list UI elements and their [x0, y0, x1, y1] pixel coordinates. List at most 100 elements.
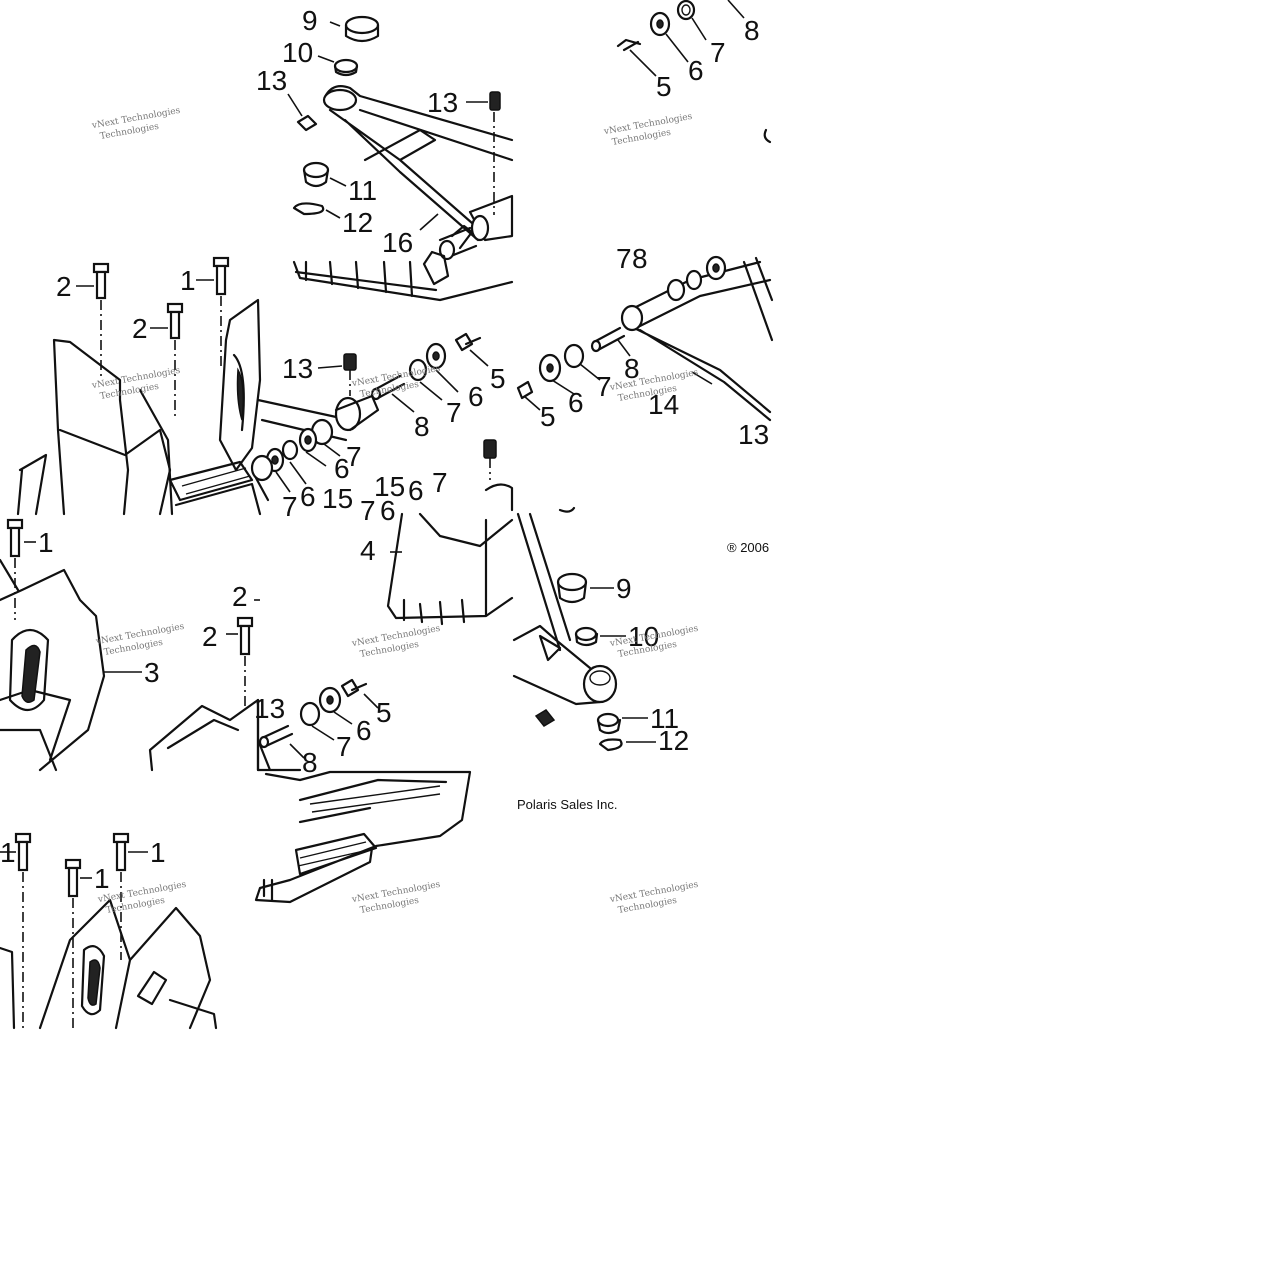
watermark: vNext Technologies Technologies [94, 622, 185, 658]
part-bolt [516, 380, 534, 400]
tile-knuckle: 9 10 11 12 [483, 439, 689, 756]
tile-panel-pivot-lower: 4 13 5 6 7 8 [254, 512, 514, 904]
callout-label: 11 [348, 175, 377, 206]
part-grease-fitting [296, 114, 318, 132]
part-bolt [212, 256, 230, 296]
part-washer [666, 278, 686, 302]
callout-label: 12 [658, 725, 689, 756]
callout-label: 9 [302, 5, 318, 36]
callout-label: 7 [432, 467, 448, 498]
part-grease-fitting [483, 439, 497, 459]
part-grease-fitting [489, 91, 501, 111]
callout-label: 6 [408, 475, 424, 506]
part-bolt [236, 616, 254, 656]
callout-label: 7 [616, 243, 632, 274]
callout-label: 6 [568, 387, 584, 418]
watermark: vNext Technologies Technologies [96, 880, 187, 916]
callout-label: 5 [656, 71, 672, 102]
part-footrest-panel [0, 898, 218, 1030]
callout-label: 4 [360, 535, 376, 566]
callout-label: 7 [360, 495, 376, 526]
callout-label: 8 [302, 747, 318, 778]
tile-footrest-lower: 1 3 2 2 [0, 518, 260, 772]
callout-label: 13 [282, 353, 313, 384]
tile-footrest-pivot: 2 1 2 13 5 6 7 8 7 6 15 6 7 15 7 6 7 6 [16, 224, 514, 526]
part-side-panel [386, 512, 514, 620]
part-ring [598, 738, 623, 752]
part-bushing [676, 0, 696, 21]
callout-label: 6 [468, 381, 484, 412]
callout-label: 14 [648, 389, 679, 420]
part-washer [685, 269, 703, 291]
tile-lower-a-arm: 8 7 6 5 14 13 7 8 [516, 243, 774, 450]
callout-label: 2 [232, 581, 248, 612]
watermark: vNext Technologies Technologies [90, 106, 181, 142]
callout-label: 15 [374, 471, 405, 502]
callout-label: 7 [710, 37, 726, 68]
callout-label: 8 [744, 15, 760, 46]
part-washer [281, 439, 299, 461]
callout-label: 1 [38, 527, 54, 558]
callout-label: 1 [94, 863, 110, 894]
part-footrest-panel [148, 698, 260, 772]
company-label: Polaris Sales Inc. [517, 797, 617, 812]
callout-label: 1 [150, 837, 166, 868]
callout-label: 6 [334, 453, 350, 484]
part-bushing [299, 701, 321, 727]
callout-label: 10 [282, 37, 313, 68]
watermark: vNext Technologies Technologies [350, 880, 441, 916]
part-cap [344, 15, 380, 35]
part-bolt [64, 858, 82, 898]
part-sleeve [260, 724, 294, 748]
callout-label: 6 [688, 55, 704, 86]
callout-label: 7 [596, 371, 612, 402]
part-bushing [563, 343, 585, 369]
part-bushing [333, 58, 359, 74]
tile-bolt-washers-top: 8 7 6 5 [616, 0, 772, 144]
callout-label: 13 [427, 87, 458, 118]
part-bushing [574, 626, 598, 642]
watermark: vNext Technologies Technologies [90, 366, 181, 402]
part-bolt [616, 38, 642, 52]
part-bolt [112, 832, 130, 872]
part-bushing [408, 358, 428, 382]
part-a-arm [512, 512, 602, 706]
part-ring [292, 202, 325, 216]
callout-label: 8 [414, 411, 430, 442]
part-cap [556, 572, 588, 592]
callout-label: 6 [356, 715, 372, 746]
callout-label: 3 [144, 657, 160, 688]
part-bushing [596, 712, 620, 728]
watermark: vNext Technologies Technologies [350, 364, 441, 400]
callout-label: 1 [180, 265, 196, 296]
callout-label: 5 [490, 363, 506, 394]
callout-label: 2 [202, 621, 218, 652]
callout-label: 1 [0, 837, 16, 868]
callout-label: 8 [624, 353, 640, 384]
part-bolt [340, 678, 368, 698]
part-footrest-panel [16, 338, 172, 516]
callout-label: 12 [342, 207, 373, 238]
callout-label: 2 [56, 271, 72, 302]
callout-label: 6 [380, 495, 396, 526]
callout-label: 5 [540, 401, 556, 432]
copyright-label: ® 2006 [727, 540, 769, 555]
part-bolt [6, 518, 24, 558]
tile-upper-a-arm: 9 10 13 13 11 12 16 [256, 5, 514, 261]
part-grease-fitting [534, 709, 556, 727]
callout-label: 11 [650, 703, 679, 734]
part-bolt [14, 832, 32, 872]
part-grease-fitting [343, 353, 357, 371]
callout-label: 7 [446, 397, 462, 428]
callout-label: 2 [132, 313, 148, 344]
callout-label: 7 [346, 441, 362, 472]
callout-label: 7 [282, 491, 298, 522]
callout-label: 8 [632, 243, 648, 274]
part-sleeve [372, 374, 406, 400]
callout-label: 13 [738, 419, 769, 450]
watermark: vNext Technologies Technologies [350, 624, 441, 660]
callout-label: 13 [256, 65, 287, 96]
part-bolt [454, 332, 482, 352]
callout-label: 9 [616, 573, 632, 604]
